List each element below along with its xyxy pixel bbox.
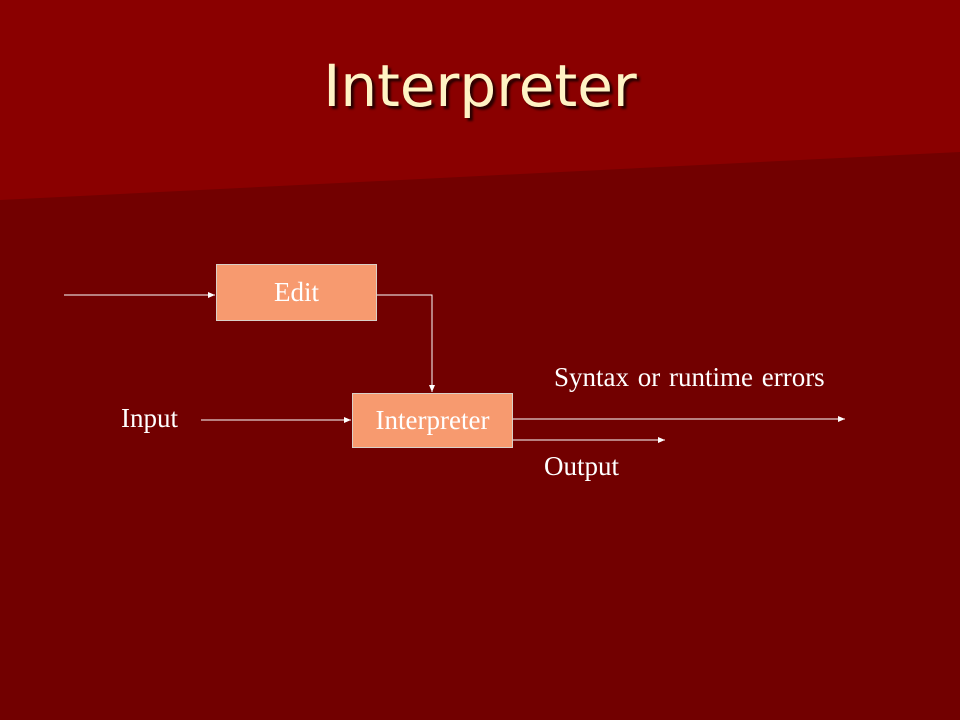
interpreter-box-label: Interpreter [375,405,490,435]
interpreter-box: Interpreter [352,393,513,448]
output-label: Output [544,451,620,481]
errors-label: Syntax or runtime errors [554,362,825,392]
input-label: Input [121,403,178,433]
edit-box-label: Edit [274,277,319,307]
background-band-shape [0,0,960,200]
edit-box: Edit [216,264,377,321]
edit-to-interpreter-arrow [377,294,435,392]
slide-title: Interpreter [323,52,637,120]
